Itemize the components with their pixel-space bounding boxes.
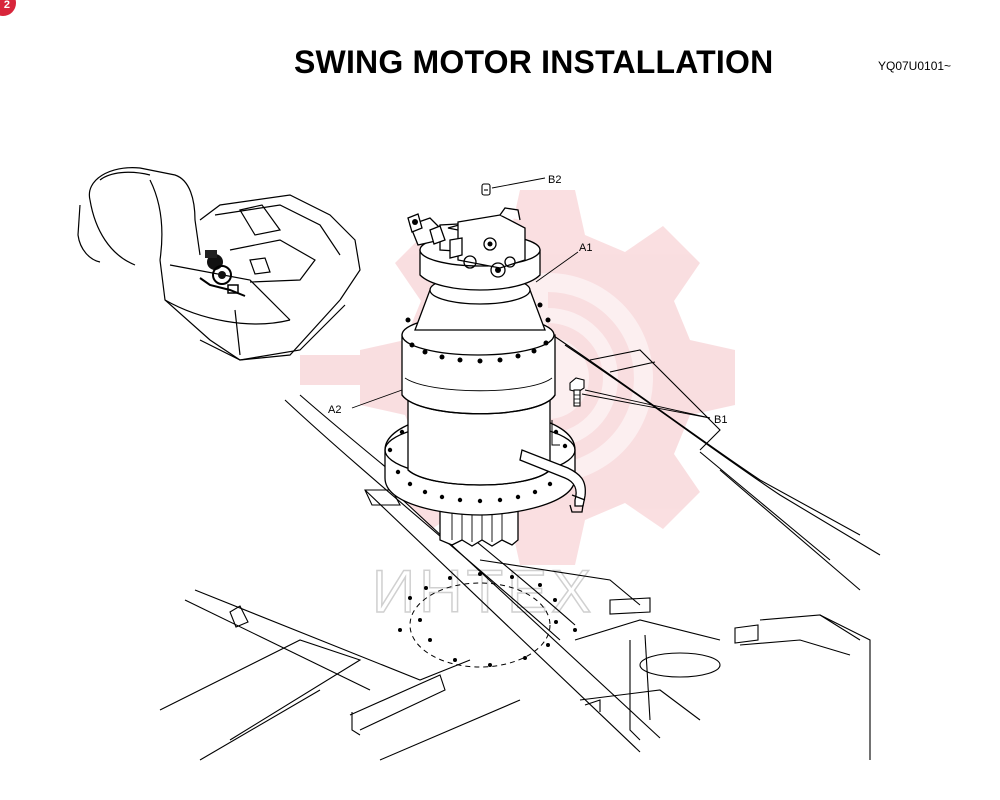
serial-range: YQ07U0101~	[878, 59, 952, 73]
callout-a2: A2	[328, 404, 341, 416]
page-number-badge: 2	[0, 0, 16, 16]
leader-lines	[351, 177, 711, 419]
swing-motor-assembly	[384, 207, 586, 547]
plug-b2	[481, 183, 491, 196]
operator-seat	[77, 167, 361, 361]
page-title: SWING MOTOR INSTALLATION	[294, 44, 774, 80]
bolt-b1	[569, 377, 585, 407]
mounting-bolt-circle	[398, 572, 577, 668]
callout-a1: A1	[579, 242, 592, 254]
callout-b2: B2	[548, 174, 561, 186]
watermark-text: ИНТЕХ	[372, 558, 595, 625]
seat-console-controls	[199, 250, 246, 297]
housing-bolts	[405, 302, 551, 364]
callout-b1: B1	[714, 414, 727, 426]
